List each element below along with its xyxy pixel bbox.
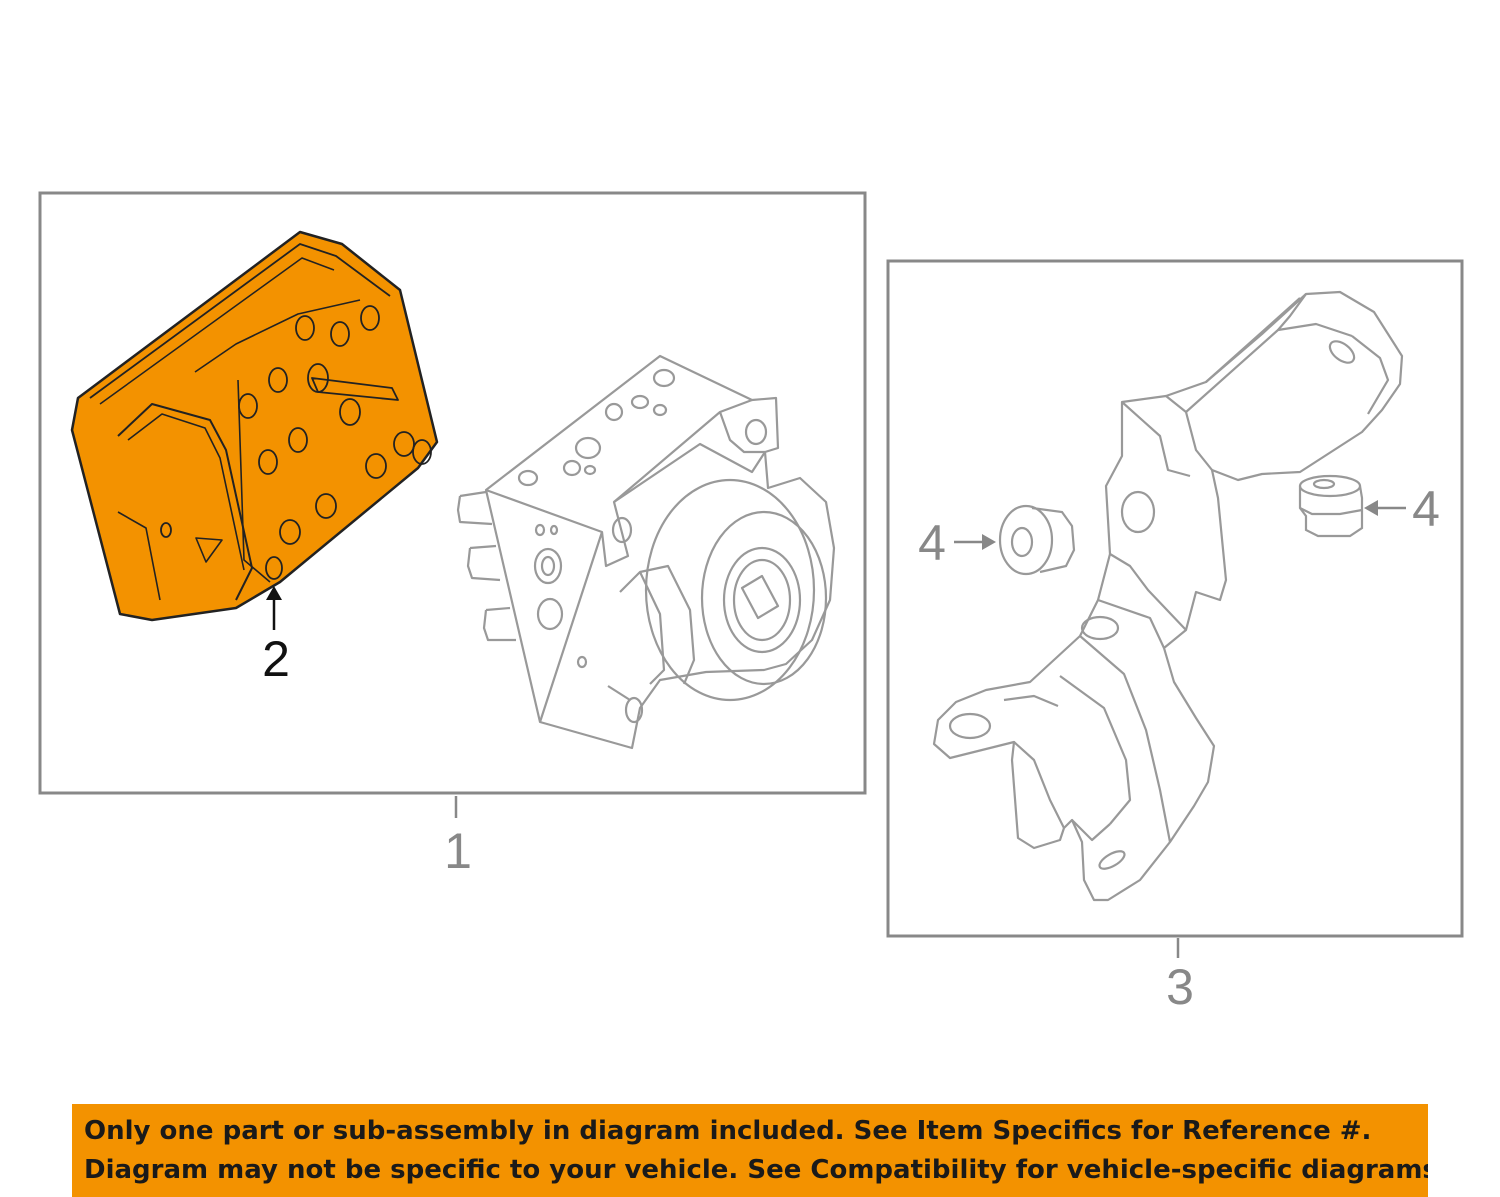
disclaimer-line-1: Only one part or sub-assembly in diagram… — [84, 1116, 1372, 1146]
callout-arrow-4-right — [1364, 500, 1406, 516]
callout-arrow-4-left — [954, 534, 996, 550]
callout-4-right-label: 4 — [1412, 481, 1440, 537]
callout-arrow-2 — [266, 586, 282, 630]
callout-3-label: 3 — [1166, 959, 1194, 1015]
callout-2-label: 2 — [262, 631, 290, 687]
callout-4-left-label: 4 — [918, 515, 946, 571]
control-module-part-2[interactable] — [70, 230, 439, 622]
grommet-left-part-4[interactable] — [998, 504, 1076, 576]
hydraulic-unit — [456, 354, 836, 750]
assembly-1-frame — [38, 191, 867, 795]
mounting-bracket — [932, 290, 1404, 902]
disclaimer-banner: Only one part or sub-assembly in diagram… — [72, 1104, 1428, 1197]
callout-1-label: 1 — [444, 823, 472, 879]
grommet-right-part-4[interactable] — [1298, 474, 1364, 538]
disclaimer-line-2: Diagram may not be specific to your vehi… — [84, 1155, 1428, 1185]
assembly-3-frame — [886, 259, 1464, 938]
